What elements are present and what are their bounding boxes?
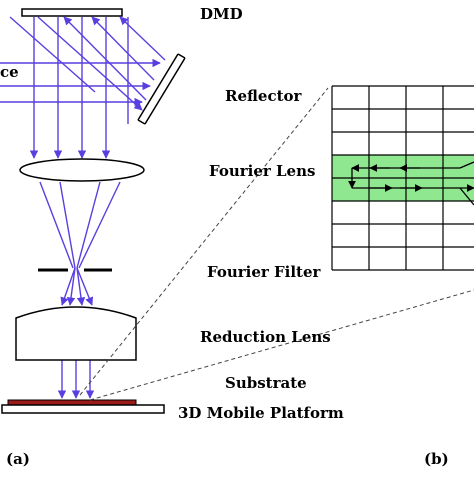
reflector-mirror [137,53,186,125]
label-substrate: Substrate [225,374,307,392]
label-fourier-lens: Fourier Lens [209,162,315,180]
optical-path [0,8,474,414]
scan-path [348,161,474,206]
label-platform: 3D Mobile Platform [178,404,344,422]
mobile-platform [1,404,165,414]
label-panel-b: (b) [424,450,449,468]
label-reflector: Reflector [225,87,303,105]
light-beams [0,16,166,399]
label-dmd: DMD [200,5,243,23]
zoomed-pixel-grid [331,85,474,271]
zoom-guide-lines [79,87,474,401]
label-fourier-filter: Fourier Filter [207,263,322,281]
label-source-partial: ce [0,63,19,81]
dmd-element [21,8,123,17]
fourier-lens [19,158,145,182]
label-reduction-lens: Reduction Lens [200,328,331,346]
label-panel-a: (a) [6,450,30,468]
reduction-lens [15,306,137,361]
